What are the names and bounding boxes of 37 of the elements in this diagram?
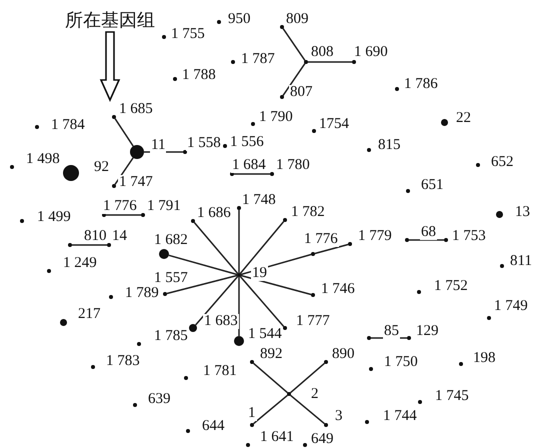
connector-line bbox=[114, 157, 134, 185]
connector-line bbox=[72, 244, 107, 246]
node-label: 19 bbox=[251, 266, 268, 281]
connector-line bbox=[194, 222, 238, 274]
connector-line bbox=[253, 362, 288, 394]
connector-line bbox=[253, 394, 288, 424]
connector-line bbox=[240, 221, 284, 274]
connector-line bbox=[195, 276, 238, 326]
connector-line bbox=[106, 214, 141, 216]
node-label: 1 bbox=[247, 406, 256, 421]
connector-line bbox=[290, 394, 325, 424]
connector-line bbox=[238, 210, 240, 273]
node-label: 68 bbox=[420, 225, 437, 240]
connector-line bbox=[308, 61, 352, 63]
annotation-label: 所在基因组 bbox=[65, 11, 155, 29]
connector-line bbox=[282, 63, 306, 96]
hollow-arrow bbox=[100, 31, 120, 102]
connector-line bbox=[234, 173, 270, 175]
connector-line bbox=[371, 337, 407, 339]
node-label: 1 776 bbox=[102, 199, 138, 214]
connector-line bbox=[166, 274, 238, 294]
connector-line bbox=[114, 118, 134, 147]
connector-line bbox=[314, 244, 348, 254]
connector-line bbox=[290, 362, 325, 394]
connector-line bbox=[282, 28, 306, 61]
node-label: 11 bbox=[150, 138, 166, 153]
node-label: 1 776 bbox=[303, 232, 339, 247]
connector-line bbox=[240, 274, 312, 296]
connector-line bbox=[238, 277, 240, 336]
node-label: 1 684 bbox=[231, 158, 267, 173]
node-label: 85 bbox=[383, 324, 400, 339]
connector-line bbox=[409, 239, 444, 241]
connector-line bbox=[240, 276, 284, 327]
node-label: 1 558 bbox=[186, 136, 222, 151]
connector-line bbox=[168, 254, 238, 276]
connector-line bbox=[144, 151, 183, 153]
node-label: 1 683 bbox=[203, 314, 239, 329]
